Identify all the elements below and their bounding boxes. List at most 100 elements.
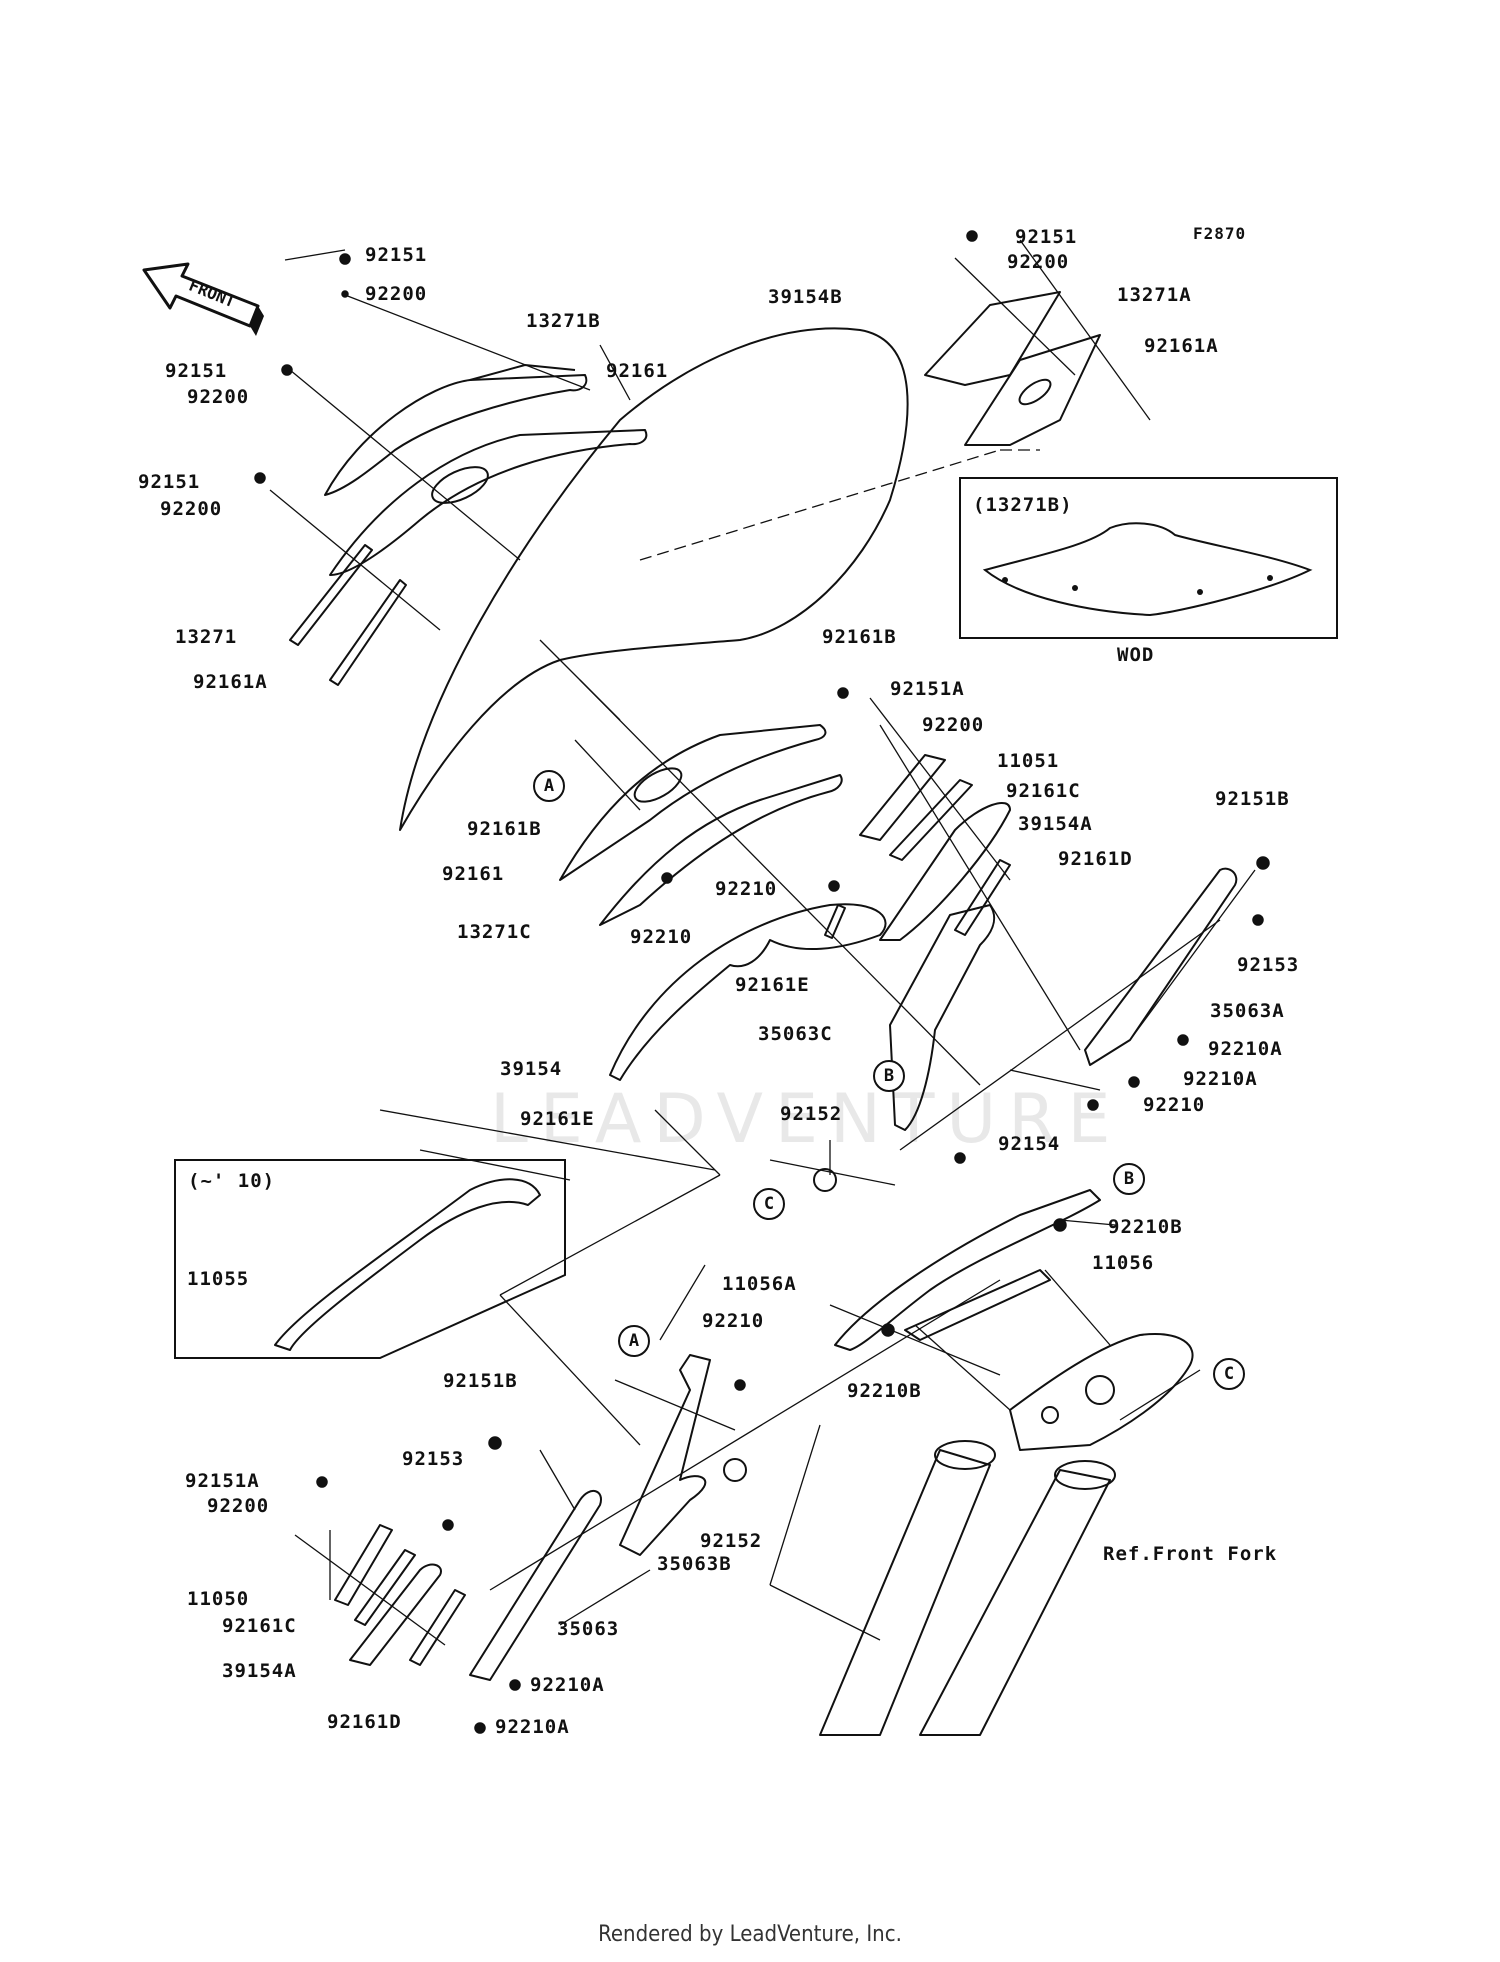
- part-label: 92161: [442, 863, 505, 885]
- nut-92210A-1: [1177, 1034, 1189, 1046]
- part-label: 13271B: [526, 310, 601, 332]
- bolt-92151B-2: [488, 1436, 502, 1450]
- part-label: 11056A: [722, 1273, 797, 1295]
- cowl-13271B-outline: [324, 374, 588, 496]
- part-label: 92210: [1143, 1094, 1206, 1116]
- part-label: 92151: [138, 471, 201, 493]
- part-label: 92161C: [1006, 780, 1081, 802]
- shield-13271C-outline: [599, 774, 843, 926]
- part-label: 13271A: [1117, 284, 1192, 306]
- fork-tube-right-outline: [919, 1469, 1111, 1736]
- part-label: 39154A: [222, 1660, 297, 1682]
- nut-92210-2: [661, 872, 673, 884]
- part-label: 39154B: [768, 286, 843, 308]
- brace-11056A-outline: [834, 1189, 1101, 1351]
- part-label: 92200: [207, 1495, 270, 1517]
- part-label: 92210: [715, 878, 778, 900]
- part-label: 92210A: [530, 1674, 605, 1696]
- part-label: 92151A: [890, 678, 965, 700]
- part-label: 92210: [630, 926, 693, 948]
- bolt-92153-2: [442, 1519, 454, 1531]
- part-label: 92161B: [822, 626, 897, 648]
- bolt-92151-3: [254, 472, 266, 484]
- part-label: 92210A: [495, 1716, 570, 1738]
- nut-92210-4: [734, 1379, 746, 1391]
- inset-wod-frame: [959, 477, 1338, 639]
- plate-92161C-lower-outline: [354, 1549, 416, 1626]
- part-label: 92161A: [1144, 335, 1219, 357]
- callout-c: C: [1213, 1358, 1245, 1390]
- bolt-92154: [954, 1152, 966, 1164]
- plate-13271-outline: [289, 544, 373, 646]
- part-label: 92152: [780, 1103, 843, 1125]
- fork-upper-clamp-outline: [1009, 1333, 1194, 1451]
- part-label: 92151A: [185, 1470, 260, 1492]
- part-label: 92151: [365, 244, 428, 266]
- part-label: 92161B: [467, 818, 542, 840]
- bracket-35063B-outline: [619, 1354, 711, 1556]
- part-label: 92210A: [1183, 1068, 1258, 1090]
- bolt-92151-4: [966, 230, 978, 242]
- part-label: 92210: [702, 1310, 765, 1332]
- part-label: 35063C: [758, 1023, 833, 1045]
- part-label: 35063B: [657, 1553, 732, 1575]
- part-label: 92161E: [735, 974, 810, 996]
- part-label: 92210A: [1208, 1038, 1283, 1060]
- part-label: 13271: [175, 626, 238, 648]
- figure-code: F2870: [1193, 224, 1247, 243]
- watermark-text: LEADVENTURE: [490, 1080, 1123, 1159]
- part-label: 92161C: [222, 1615, 297, 1637]
- inset-wod-title: (13271B): [973, 494, 1073, 516]
- brace-11055-outline: [274, 1178, 541, 1351]
- part-label: 92151: [1015, 226, 1078, 248]
- spacer-92161E-upper: [824, 904, 846, 939]
- nut-92210-1: [1087, 1099, 1099, 1111]
- inset-wod-caption: WOD: [1117, 644, 1155, 666]
- inset-early-frame: [174, 1159, 566, 1359]
- part-label: 11051: [997, 750, 1060, 772]
- part-label: 92153: [402, 1448, 465, 1470]
- part-label: 92153: [1237, 954, 1300, 976]
- part-label: 11050: [187, 1588, 250, 1610]
- shield-92161-middle-outline: [559, 724, 827, 881]
- inset-early-title: (~' 10): [188, 1170, 276, 1192]
- grommet-92152-1: [813, 1168, 837, 1192]
- part-label: 92161A: [193, 671, 268, 693]
- part-label: 39154: [500, 1058, 563, 1080]
- bracket-35063C-outline: [889, 904, 996, 1131]
- plate-92161D-lower-outline: [409, 1589, 466, 1666]
- bolt-92151A-2: [316, 1476, 328, 1488]
- part-label: 92151B: [443, 1370, 518, 1392]
- plate-11050-outline: [334, 1524, 393, 1606]
- part-label: 92151B: [1215, 788, 1290, 810]
- callout-c: C: [753, 1188, 785, 1220]
- part-label: 92200: [160, 498, 223, 520]
- part-label: 92200: [187, 386, 250, 408]
- part-label: 35063: [557, 1618, 620, 1640]
- bolt-92153-1: [1252, 914, 1264, 926]
- part-label: 11056: [1092, 1252, 1155, 1274]
- part-label: 13271C: [457, 921, 532, 943]
- grommet-92152-2: [723, 1458, 747, 1482]
- part-label: 92200: [365, 283, 428, 305]
- plate-92161D-upper-outline: [954, 859, 1011, 936]
- bolt-92151A-1: [837, 687, 849, 699]
- fork-tube-left-outline: [819, 1449, 991, 1736]
- part-label: 92210B: [1108, 1216, 1183, 1238]
- plate-92161C-upper-outline: [889, 779, 973, 861]
- nut-92210-3: [828, 880, 840, 892]
- part-label: 92152: [700, 1530, 763, 1552]
- part-label: 92161D: [1058, 848, 1133, 870]
- front-arrow-icon: FRONT: [142, 262, 264, 336]
- nut-92210A-4: [474, 1722, 486, 1734]
- part-label: 92161D: [327, 1711, 402, 1733]
- callout-b: B: [1113, 1163, 1145, 1195]
- nut-92210B-1: [1053, 1218, 1067, 1232]
- nut-92210A-3: [509, 1679, 521, 1691]
- part-label: 92154: [998, 1133, 1061, 1155]
- washer-92200-1: [341, 290, 349, 298]
- callout-a: A: [533, 770, 565, 802]
- callout-b: B: [873, 1060, 905, 1092]
